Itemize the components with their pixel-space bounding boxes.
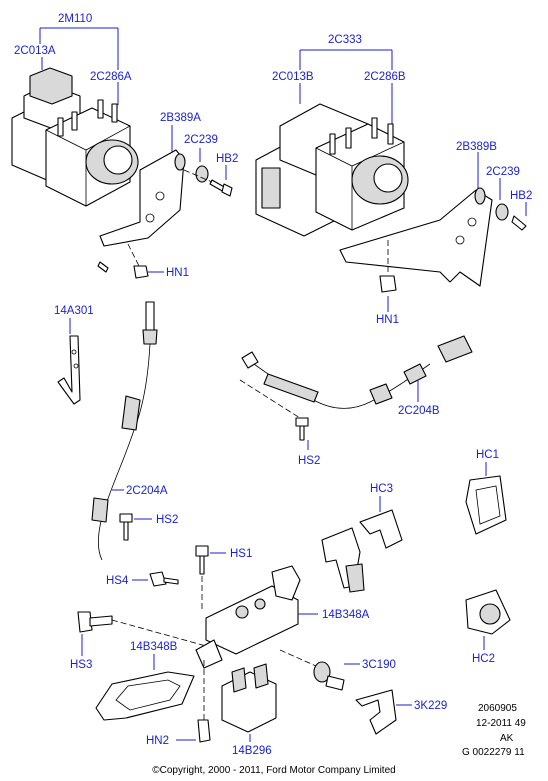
abs-module-b <box>255 49 527 312</box>
label-2c013b: 2C013B <box>272 71 314 83</box>
label-hs4: HS4 <box>106 575 129 587</box>
label-2b389b: 2B389B <box>456 141 497 153</box>
ref-code-3: AK <box>500 733 514 744</box>
label-hs2-upper: HS2 <box>298 455 320 467</box>
label-14b348b: 14B348B <box>130 641 178 653</box>
label-2c204b: 2C204B <box>398 405 440 417</box>
label-2c013a: 2C013A <box>14 45 56 57</box>
label-hc2: HC2 <box>472 653 495 665</box>
label-hn1-b: HN1 <box>376 314 399 326</box>
label-2c286b: 2C286B <box>364 71 406 83</box>
label-hs2-lower: HS2 <box>156 514 178 526</box>
label-hb2-b: HB2 <box>510 190 532 202</box>
abs-module-a <box>11 27 233 279</box>
label-hn1-a: HN1 <box>166 267 189 279</box>
label-3k229: 3K229 <box>414 700 447 712</box>
label-2c239-a: 2C239 <box>184 134 218 146</box>
label-hs1: HS1 <box>230 548 252 560</box>
label-14b348a: 14B348A <box>322 609 370 621</box>
ref-code-2: 12-2011 49 <box>476 718 526 729</box>
label-2c333: 2C333 <box>328 34 362 46</box>
label-hn2: HN2 <box>146 735 169 747</box>
label-hs3: HS3 <box>70 659 92 671</box>
label-2c286a: 2C286A <box>90 71 132 83</box>
label-hc3: HC3 <box>370 483 393 495</box>
label-2b389a: 2B389A <box>160 112 201 124</box>
ref-code-1: 2060905 <box>478 703 517 714</box>
label-3c190: 3C190 <box>362 659 396 671</box>
label-14a301: 14A301 <box>54 305 94 317</box>
ref-code-4: G 0022279 11 <box>462 747 525 758</box>
label-hb2-a: HB2 <box>216 153 238 165</box>
label-2c204a: 2C204A <box>126 485 168 497</box>
label-2c239-b: 2C239 <box>486 166 520 178</box>
mounting-hardware <box>77 545 412 743</box>
sensor-harnesses <box>57 301 473 561</box>
label-2m110: 2M110 <box>58 13 92 25</box>
clips <box>321 462 511 650</box>
copyright-notice: ©Copyright, 2000 - 2011, Ford Motor Comp… <box>152 765 396 776</box>
label-14b296: 14B296 <box>232 745 272 757</box>
label-hc1: HC1 <box>476 449 499 461</box>
